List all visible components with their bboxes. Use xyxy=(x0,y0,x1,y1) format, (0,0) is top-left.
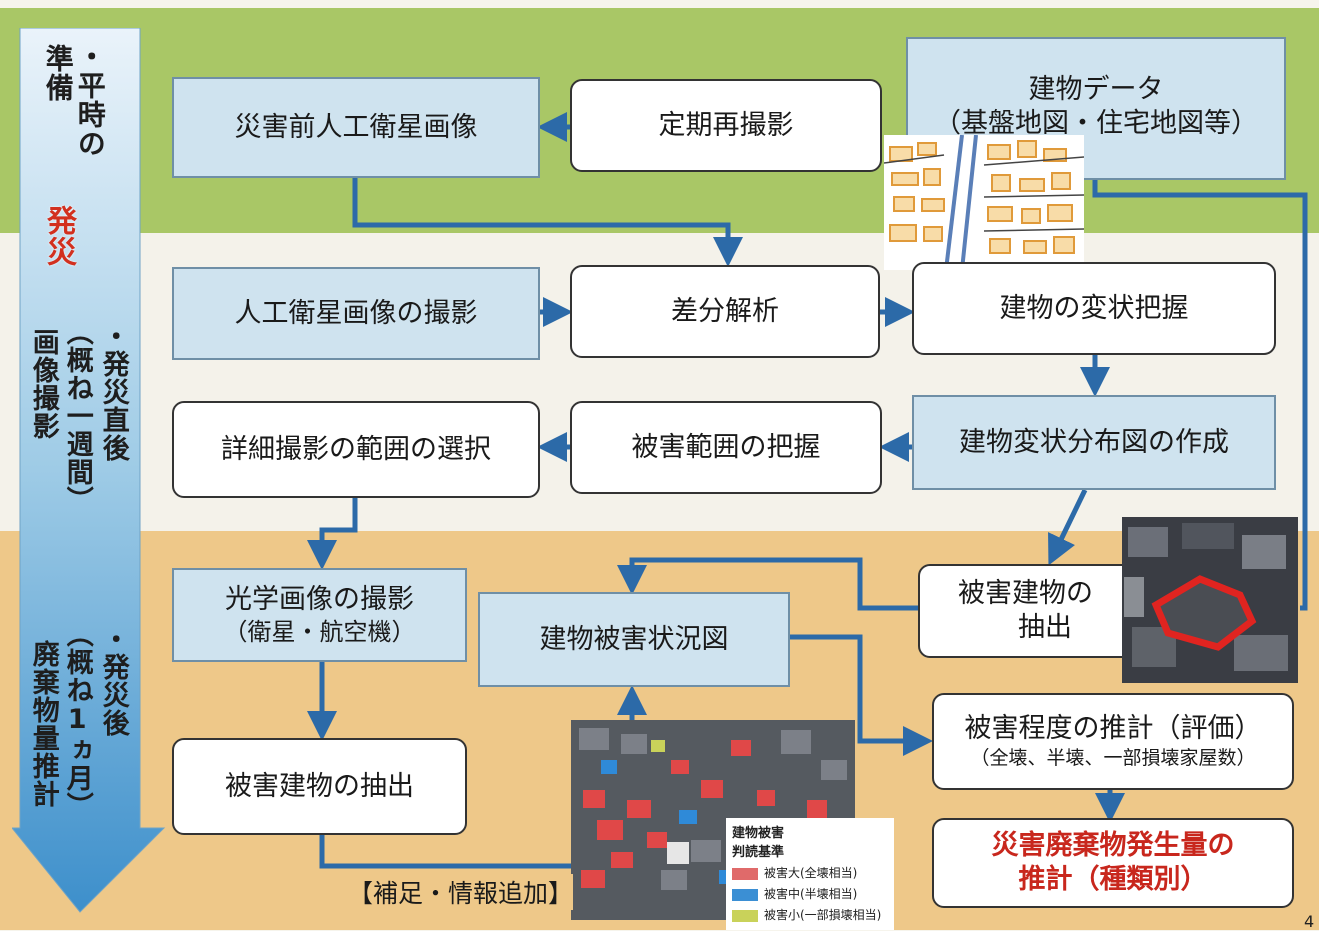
damaged-building-extract-sublabel: 抽出 xyxy=(1018,612,1072,643)
deformation-map-label: 建物変状分布図の作成 xyxy=(959,426,1229,458)
phase2-label-line1: ・発災直後 xyxy=(97,322,129,462)
timeline-arrow xyxy=(12,28,166,913)
satellite-imaging-box: 人工衛星画像の撮影 xyxy=(172,267,540,360)
damage-status-map-label: 建物被害状況図 xyxy=(539,623,729,655)
legend-title: 建物被害 xyxy=(732,826,785,841)
damaged-building-extract-box: 被害建物の 抽出 xyxy=(918,564,1148,658)
phase3-label-line2: （概ね1ヵ月） xyxy=(61,620,93,820)
pre-disaster-satellite-image-box: 災害前人工衛星画像 xyxy=(172,77,540,178)
legend-swatch-small xyxy=(732,909,758,922)
damage-legend: 建物被害 判読基準 被害大(全壊相当) 被害中(半壊相当) 被害小(一部損壊相当… xyxy=(726,818,894,930)
damaged-building-extract-label: 被害建物の xyxy=(958,578,1093,610)
legend-item-small: 被害小(一部損壊相当) xyxy=(732,906,888,923)
disaster-label: 発災 xyxy=(41,205,76,267)
phase2-label-line2: （概ね一週間） xyxy=(61,318,93,514)
page-number: 4 xyxy=(1304,912,1315,931)
damaged-building-extract2-box: 被害建物の抽出 xyxy=(172,738,467,835)
difference-analysis-box: 差分解析 xyxy=(570,265,880,358)
building-deformation-label: 建物の変状把握 xyxy=(999,292,1189,324)
satellite-imaging-label: 人工衛星画像の撮影 xyxy=(234,297,478,329)
damage-range-box: 被害範囲の把握 xyxy=(570,401,882,494)
deformation-map-box: 建物変状分布図の作成 xyxy=(912,395,1276,490)
optical-imaging-label: 光学画像の撮影 xyxy=(225,584,414,616)
base-map-image xyxy=(884,135,1084,270)
legend-item-medium: 被害中(半壊相当) xyxy=(732,885,888,902)
optical-imaging-sublabel: （衛星・航空機） xyxy=(223,617,416,646)
building-deformation-box: 建物の変状把握 xyxy=(912,262,1276,355)
phase3-label-line1: ・発災後 xyxy=(97,625,129,737)
phase1-label-line2: 準備 xyxy=(41,44,75,102)
phase3-label-line3: 廃棄物量推計 xyxy=(27,640,59,808)
supplement-note: 【補足・情報追加】 xyxy=(348,874,574,910)
legend-subtitle: 判読基準 xyxy=(732,845,785,860)
damage-status-map-box: 建物被害状況図 xyxy=(478,592,790,687)
phase2-label-line3: 画像撮影 xyxy=(27,328,59,440)
damaged-building-extract2-label: 被害建物の抽出 xyxy=(225,770,414,802)
damage-degree-label: 被害程度の推計（評価） xyxy=(964,713,1262,745)
optical-imaging-box: 光学画像の撮影 （衛星・航空機） xyxy=(172,568,467,662)
legend-label-large: 被害大(全壊相当) xyxy=(764,866,858,880)
difference-analysis-label: 差分解析 xyxy=(671,295,779,327)
legend-item-large: 被害大(全壊相当) xyxy=(732,864,888,881)
detailed-range-select-box: 詳細撮影の範囲の選択 xyxy=(172,401,540,498)
damage-degree-sublabel: （全壊、半壊、一部損壊家屋数） xyxy=(970,747,1256,770)
legend-swatch-large xyxy=(732,867,758,880)
pre-disaster-satellite-image-label: 災害前人工衛星画像 xyxy=(234,111,478,143)
building-data-label: 建物データ xyxy=(1028,74,1164,105)
damage-degree-box: 被害程度の推計（評価） （全壊、半壊、一部損壊家屋数） xyxy=(932,693,1294,790)
periodic-reshoot-label: 定期再撮影 xyxy=(658,109,794,141)
phase1-label-line1: ・平時の xyxy=(73,42,107,158)
legend-swatch-medium xyxy=(732,888,758,901)
waste-estimate-sublabel: 推計（種類別） xyxy=(1018,864,1208,895)
damaged-building-aerial-image xyxy=(1122,517,1298,683)
building-data-sublabel: （基盤地図・住宅地図等） xyxy=(934,107,1258,139)
waste-estimate-box: 災害廃棄物発生量の 推計（種類別） xyxy=(932,818,1294,908)
damage-range-label: 被害範囲の把握 xyxy=(631,431,821,463)
detailed-range-select-label: 詳細撮影の範囲の選択 xyxy=(221,433,491,465)
legend-label-small: 被害小(一部損壊相当) xyxy=(764,908,882,922)
periodic-reshoot-box: 定期再撮影 xyxy=(570,79,882,172)
waste-estimate-label: 災害廃棄物発生量の xyxy=(991,830,1235,862)
legend-label-medium: 被害中(半壊相当) xyxy=(764,887,858,901)
